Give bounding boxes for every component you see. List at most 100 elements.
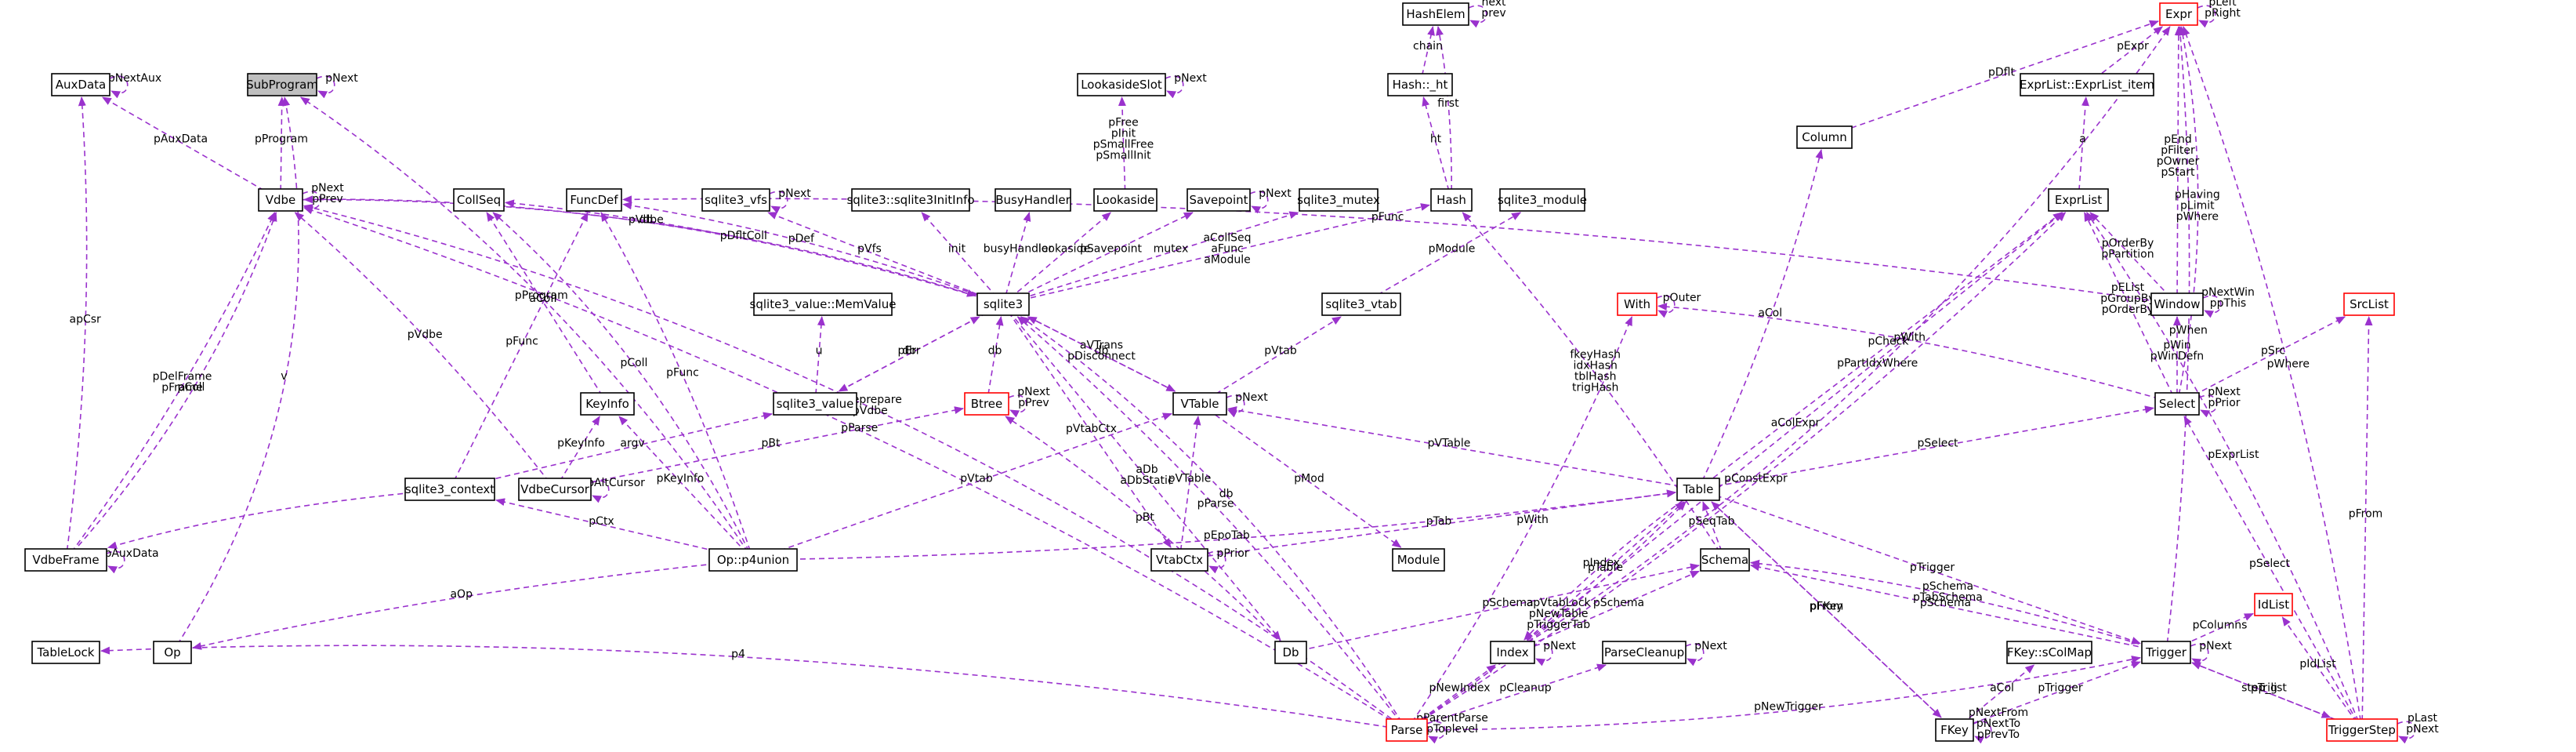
edge-label: pCleanup — [1499, 682, 1551, 695]
node-exprlist[interactable]: ExprList — [2048, 188, 2109, 212]
edge-label-line: step_list — [2241, 682, 2287, 695]
node-vtabctx[interactable]: VtabCtx — [1150, 548, 1208, 572]
node-triggerstep[interactable]: TriggerStep — [2326, 718, 2398, 742]
edge-label-line: pFree — [1108, 117, 1139, 129]
node-btree[interactable]: Btree — [964, 392, 1009, 416]
edge-label-line: pPrevTo — [1977, 728, 2020, 741]
edge-Window-to-ExprList — [2089, 212, 2178, 305]
node-sqlite3-value[interactable]: sqlite3_value — [773, 392, 857, 416]
node-select[interactable]: Select — [2154, 392, 2200, 416]
node-hashelem[interactable]: HashElem — [1402, 2, 1469, 26]
edge-label-line: pDfltColl — [720, 230, 767, 242]
edge-label: pExpr — [2117, 40, 2149, 53]
edge-line — [303, 206, 1408, 731]
edge-label-line: pParse — [841, 422, 878, 434]
node-vdbeframe[interactable]: VdbeFrame — [24, 548, 107, 572]
node-collseq[interactable]: CollSeq — [453, 188, 505, 212]
edge-Vdbe-to-sqlite3 — [280, 198, 976, 297]
node-sqlite3-value-memvalue[interactable]: sqlite3_value::MemValue — [750, 292, 897, 316]
node-parse[interactable]: Parse — [1386, 718, 1428, 742]
edge-TriggerStep-to-IdList — [2281, 616, 2363, 731]
node-parsecleanup[interactable]: ParseCleanup — [1602, 641, 1687, 664]
node-box — [1935, 718, 1974, 742]
node-vdbe[interactable]: Vdbe — [258, 188, 303, 212]
edge-line — [2078, 96, 2089, 201]
edge-label: argv — [620, 438, 644, 450]
node-op[interactable]: Op — [153, 641, 192, 664]
node-busyhandler[interactable]: BusyHandler — [995, 188, 1071, 212]
node-tablelock[interactable]: TableLock — [31, 641, 100, 664]
node-savepoint[interactable]: Savepoint — [1187, 188, 1251, 212]
edge-VtabCtx-to-Table — [1179, 489, 1676, 561]
node-fkey-scolmap[interactable]: FKey::sColMap — [2006, 641, 2092, 664]
edge-LookasideSlot-to-LookasideSlot — [1165, 75, 1184, 99]
edge-line — [1658, 303, 2178, 405]
edge-label-line: fkeyHash — [1570, 349, 1621, 361]
edge-line — [1512, 570, 1700, 653]
edge-label-line: pTriggerTab — [1527, 619, 1590, 631]
node-subprogram[interactable]: SubProgram — [246, 73, 318, 96]
edge-line — [1002, 303, 1172, 548]
node-lookaside[interactable]: Lookaside — [1093, 188, 1158, 212]
node-lookasideslot[interactable]: LookasideSlot — [1077, 73, 1166, 96]
node-index[interactable]: Index — [1490, 641, 1535, 664]
node-idlist[interactable]: IdList — [2254, 593, 2293, 616]
node-sqlite3-vtab[interactable]: sqlite3_vtab — [1321, 292, 1401, 316]
node-sqlite3-vfs[interactable]: sqlite3_vfs — [701, 188, 770, 212]
node-box — [976, 292, 1030, 316]
edge-label-line: pAltCursor — [587, 477, 645, 489]
node-expr[interactable]: Expr — [2159, 2, 2198, 26]
node-op-p4union[interactable]: Op::p4union — [708, 548, 798, 572]
edge-line — [1207, 550, 1226, 574]
node-with[interactable]: With — [1617, 292, 1658, 316]
node-db[interactable]: Db — [1274, 641, 1307, 664]
node-exprlistitem[interactable]: ExprList::ExprList_item — [2020, 73, 2154, 96]
edge-label: pFunc — [666, 366, 699, 379]
edge-label: pSchema — [1482, 597, 1533, 609]
node-schema[interactable]: Schema — [1700, 548, 1750, 572]
node-sqlite3-module[interactable]: sqlite3_module — [1498, 188, 1587, 212]
node-srclist[interactable]: SrcList — [2343, 292, 2395, 316]
node-label: Index — [1496, 645, 1528, 659]
node-auxdata[interactable]: AuxData — [51, 73, 111, 96]
node-sqlite3initinfo[interactable]: sqlite3::sqlite3InitInfo — [846, 188, 975, 212]
node-box — [247, 73, 317, 96]
node-fkey[interactable]: FKey — [1935, 718, 1974, 742]
node-label: VtabCtx — [1156, 553, 1203, 567]
edge-label-line: pPartition — [2101, 249, 2154, 261]
edge-label: pNextAux — [108, 72, 161, 85]
node-trigger[interactable]: Trigger — [2141, 641, 2191, 664]
edge-label: aColExpr — [1771, 417, 1821, 430]
node-vdbecursor[interactable]: VdbeCursor — [518, 478, 592, 501]
edge-line — [1462, 212, 1726, 561]
edge-label: step_list — [2241, 682, 2287, 695]
node-sqlite3-context[interactable]: sqlite3_context — [404, 478, 495, 501]
node-keyinfo[interactable]: KeyInfo — [580, 392, 635, 416]
edge-label: pMod — [1294, 473, 1324, 485]
edge-label-line: pParse — [1197, 498, 1234, 510]
node-table[interactable]: Table — [1676, 478, 1720, 501]
edge-label: ht — [1430, 133, 1442, 146]
edge-label-line: busyHandler — [984, 243, 1053, 256]
edge-label: pDfltColl — [720, 230, 767, 242]
node-column[interactable]: Column — [1796, 125, 1853, 149]
edge-label-line: pVfs — [857, 243, 882, 256]
node-vtable[interactable]: VTable — [1172, 392, 1227, 416]
node-window[interactable]: Window — [2150, 292, 2204, 316]
node-hash-ht[interactable]: Hash::_ht — [1387, 73, 1453, 96]
node-sqlite3[interactable]: sqlite3 — [976, 292, 1030, 316]
node-label: Db — [1282, 645, 1299, 659]
node-sqlite3-mutex[interactable]: sqlite3_mutex — [1297, 188, 1380, 212]
edge-label: db — [1219, 488, 1234, 500]
edge-label: pWith — [1516, 514, 1549, 526]
node-hash[interactable]: Hash — [1430, 188, 1473, 212]
edge-VdbeFrame-to-AuxData — [65, 96, 88, 561]
node-box — [1387, 73, 1453, 96]
node-funcdef[interactable]: FuncDef — [566, 188, 622, 212]
node-label: sqlite3_module — [1498, 193, 1587, 208]
edge-TriggerStep-to-SrcList — [2361, 316, 2373, 731]
node-module[interactable]: Module — [1392, 548, 1445, 572]
node-box — [2006, 641, 2092, 664]
node-label: SubProgram — [246, 78, 318, 92]
